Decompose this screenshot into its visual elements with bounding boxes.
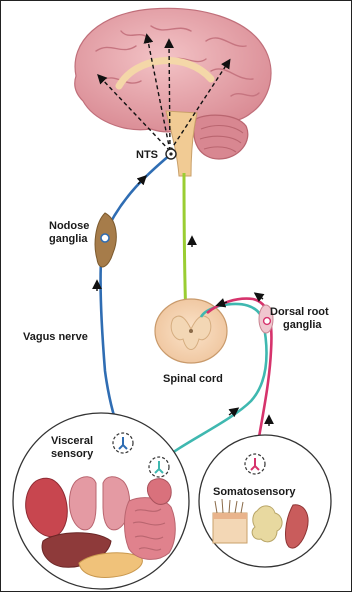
label-nodose-line2: ganglia (49, 233, 88, 245)
label-dorsal-root-line1: Dorsal root (270, 306, 329, 318)
label-vagus-nerve: Vagus nerve (23, 331, 88, 343)
label-nts: NTS (136, 149, 158, 161)
spinal-cord-cross-section (155, 299, 227, 363)
label-nodose-line1: Nodose (49, 220, 89, 232)
label-visceral-line2: sensory (51, 448, 94, 460)
label-spinal-cord: Spinal cord (163, 373, 223, 385)
visceral-sensory-panel (13, 413, 189, 589)
somatosensory-panel (199, 435, 331, 567)
nts-marker (166, 149, 176, 159)
intestines-illustration (125, 498, 176, 560)
label-somatosensory: Somatosensory (213, 486, 296, 498)
label-dorsal-root-line2: ganglia (283, 319, 322, 331)
nodose-ganglion (95, 213, 116, 267)
label-visceral-line1: Visceral (51, 435, 93, 447)
vagus-nerve-path (101, 154, 171, 441)
